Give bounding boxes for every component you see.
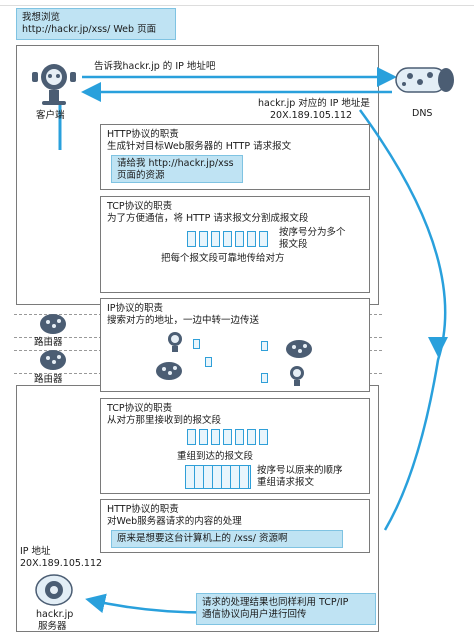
tcp-server-panel: TCP协议的职责 从对方那里接收到的报文段 重组到达的报文段 按序号以原来的顺序… (100, 398, 370, 494)
http-server-bubble-text: 原来是想要这台计算机上的 /xss/ 资源啊 (117, 533, 288, 544)
segment (211, 429, 220, 445)
tcp-client-panel: TCP协议的职责 为了方便通信，将 HTTP 请求报文分割成报文段 按序号分为多… (100, 196, 370, 293)
segment (199, 429, 208, 445)
tcp-server-note-line2: 重组请求报文 (257, 477, 315, 488)
segment (187, 231, 196, 247)
ip-desc: 搜索对方的地址，一边中转一边传送 (107, 315, 260, 326)
tcp-server-title: TCP协议的职责 (107, 403, 173, 414)
segment (247, 231, 256, 247)
ip-packet (193, 339, 200, 349)
response-line1: 请求的处理结果也同样利用 TCP/IP (202, 597, 349, 608)
tcp-server-note-line1: 按序号以原来的顺序 (257, 465, 343, 476)
tcp-server-desc: 从对方那里接收到的报文段 (107, 415, 222, 426)
http-client-desc: 生成针对目标Web服务器的 HTTP 请求报文 (107, 141, 292, 152)
segment (259, 231, 268, 247)
http-client-title: HTTP协议的职责 (107, 129, 179, 140)
router-icon-2 (38, 348, 68, 372)
http-server-title: HTTP协议的职责 (107, 504, 179, 515)
tcp-client-transmit: 把每个报文段可靠地传给对方 (161, 253, 285, 264)
tcp-client-title: TCP协议的职责 (107, 201, 173, 212)
client-label: 客户端 (36, 110, 65, 121)
segment (259, 429, 268, 445)
segment (211, 231, 220, 247)
http-server-bubble: 原来是想要这台计算机上的 /xss/ 资源啊 (111, 530, 343, 548)
segment (223, 429, 232, 445)
reassembled-message (185, 465, 251, 489)
client-speech-bubble: 我想浏览 http://hackr.jp/xss/ Web 页面 (16, 8, 176, 40)
client-bubble-line2: http://hackr.jp/xss/ Web 页面 (22, 24, 157, 35)
http-server-desc: 对Web服务器请求的内容的处理 (107, 516, 242, 527)
dns-request-text: 告诉我hackr.jp 的 IP 地址吧 (94, 61, 216, 72)
tcp-server-reassemble: 重组到达的报文段 (177, 451, 254, 462)
router-icon-1 (38, 312, 68, 336)
ip-source-icon (165, 331, 185, 353)
http-client-bubble-line1: 请给我 http://hackr.jp/xss (117, 158, 234, 169)
dns-server-icon (392, 62, 456, 98)
http-client-bubble-line2: 页面的资源 (117, 170, 165, 181)
tcp-client-desc: 为了方便通信，将 HTTP 请求报文分割成报文段 (107, 213, 309, 224)
server-ip-label: IP 地址 (20, 546, 51, 557)
http-server-panel: HTTP协议的职责 对Web服务器请求的内容的处理 原来是想要这台计算机上的 /… (100, 499, 370, 553)
dns-reply-line2: 20X.189.105.112 (270, 110, 353, 121)
segment (199, 231, 208, 247)
router-label-1: 路由器 (34, 337, 63, 348)
segment (187, 429, 196, 445)
segment (223, 231, 232, 247)
response-bubble: 请求的处理结果也同样利用 TCP/IP 通信协议向用户进行回传 (196, 593, 376, 625)
router-label-2: 路由器 (34, 374, 63, 385)
ip-dest-icon (287, 365, 307, 387)
ip-title: IP协议的职责 (107, 303, 164, 314)
server-name-line1: hackr.jp (36, 609, 74, 620)
http-client-bubble: 请给我 http://hackr.jp/xss 页面的资源 (111, 155, 243, 183)
server-name-line2: 服务器 (38, 621, 67, 632)
ip-router-icon (155, 361, 183, 381)
segment (235, 429, 244, 445)
segment (247, 429, 256, 445)
ip-packet (261, 341, 268, 351)
tcp-client-note-line2: 报文段 (279, 239, 308, 250)
dns-reply-line1: hackr.jp 对应的 IP 地址是 (258, 98, 370, 109)
http-client-panel: HTTP协议的职责 生成针对目标Web服务器的 HTTP 请求报文 请给我 ht… (100, 124, 370, 190)
tcp-client-note-line1: 按序号分为多个 (279, 227, 346, 238)
client-bubble-line1: 我想浏览 (22, 12, 61, 23)
ip-packet (205, 357, 212, 367)
client-computer-icon (30, 60, 78, 108)
dns-label: DNS (412, 108, 433, 119)
server-computer-icon (32, 572, 76, 608)
top-border (0, 0, 474, 6)
segment (235, 231, 244, 247)
server-ip-value: 20X.189.105.112 (20, 558, 103, 569)
ip-panel: IP协议的职责 搜索对方的地址，一边中转一边传送 (100, 298, 370, 392)
response-line2: 通信协议向用户进行回传 (202, 609, 307, 620)
ip-packet (261, 373, 268, 383)
ip-router-icon-2 (285, 339, 313, 359)
